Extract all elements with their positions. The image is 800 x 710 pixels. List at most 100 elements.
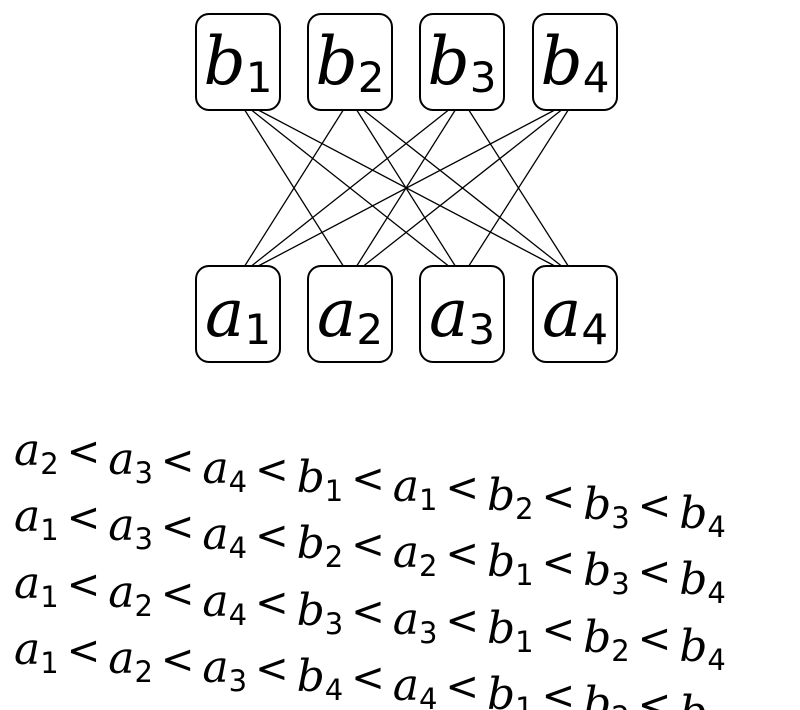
node-index: 3	[468, 305, 495, 354]
ordering-variable: a	[108, 633, 134, 684]
less-than-symbol: <	[542, 607, 576, 653]
ordering-index: 2	[325, 540, 343, 574]
ordering-row: a1<a3<a4<b2<a2<b1<b3<b4	[14, 491, 726, 610]
ordering-variable: b	[679, 488, 707, 539]
orderings-group: a2<a3<a4<b1<a1<b2<b3<b4a1<a3<a4<b2<a2<b1…	[14, 425, 726, 710]
less-than-symbol: <	[255, 513, 289, 559]
ordering-index: 1	[40, 646, 58, 680]
node-box	[532, 265, 618, 363]
node-index: 2	[358, 53, 385, 102]
ordering-variable: b	[487, 470, 515, 521]
node-label: b2	[316, 23, 385, 102]
ordering-index: 3	[419, 616, 437, 650]
ordering-variable: a	[393, 527, 419, 578]
ordering-index: 1	[325, 474, 343, 508]
edges-group	[244, 109, 569, 267]
node-index: 4	[581, 305, 608, 354]
ordering-index: 4	[229, 531, 247, 565]
ordering-index: 4	[229, 598, 247, 632]
node-b2: b2	[307, 13, 393, 111]
ordering-variable: a	[202, 443, 228, 494]
node-label: a2	[317, 275, 383, 354]
less-than-symbol: <	[638, 549, 672, 595]
ordering-index: 3	[134, 456, 152, 490]
less-than-symbol: <	[67, 429, 101, 475]
ordering-variable: a	[202, 576, 228, 627]
node-letter: a	[205, 275, 244, 352]
node-box	[307, 265, 393, 363]
node-letter: a	[542, 275, 581, 352]
less-than-symbol: <	[161, 504, 195, 550]
node-b1: b1	[195, 13, 281, 111]
node-box	[195, 13, 281, 111]
ordering-variable: b	[487, 536, 515, 587]
ordering-variable: a	[14, 491, 40, 542]
ordering-index: 2	[134, 589, 152, 623]
less-than-symbol: <	[638, 483, 672, 529]
ordering-variable: b	[679, 554, 707, 605]
node-letter: b	[316, 23, 358, 100]
node-letter: b	[428, 23, 470, 100]
node-box	[419, 265, 505, 363]
node-box	[307, 13, 393, 111]
less-than-symbol: <	[445, 664, 479, 710]
node-label: a1	[205, 275, 271, 354]
less-than-symbol: <	[638, 616, 672, 662]
less-than-symbol: <	[542, 673, 576, 710]
node-box	[419, 13, 505, 111]
less-than-symbol: <	[255, 646, 289, 692]
ordering-variable: a	[202, 509, 228, 560]
ordering-index: 1	[40, 513, 58, 547]
node-letter: a	[317, 275, 356, 352]
ordering-variable: b	[583, 678, 611, 710]
node-a2: a2	[307, 265, 393, 363]
ordering-index: 3	[611, 501, 629, 535]
node-label: b1	[204, 23, 273, 102]
ordering-variable: b	[297, 651, 325, 702]
edge-b4-a3	[468, 109, 569, 267]
ordering-index: 4	[707, 510, 725, 544]
ordering-index: 2	[419, 549, 437, 583]
ordering-variable: a	[108, 434, 134, 485]
ordering-index: 4	[325, 673, 343, 707]
ordering-index: 1	[515, 558, 533, 592]
ordering-variable: a	[14, 425, 40, 476]
ordering-variable: a	[393, 660, 419, 710]
ordering-index: 2	[611, 700, 629, 710]
node-label: b4	[541, 23, 610, 102]
node-b3: b3	[419, 13, 505, 111]
ordering-index: 3	[134, 522, 152, 556]
ordering-variable: a	[108, 500, 134, 551]
node-b4: b4	[532, 13, 618, 111]
node-letter: b	[541, 23, 583, 100]
ordering-index: 3	[325, 607, 343, 641]
less-than-symbol: <	[255, 447, 289, 493]
less-than-symbol: <	[445, 598, 479, 644]
node-a1: a1	[195, 265, 281, 363]
ordering-index: 4	[229, 465, 247, 499]
node-index: 1	[246, 53, 273, 102]
ordering-row: a2<a3<a4<b1<a1<b2<b3<b4	[14, 425, 726, 544]
ordering-variable: a	[393, 461, 419, 512]
ordering-variable: a	[108, 567, 134, 618]
ordering-variable: b	[583, 545, 611, 596]
ordering-index: 1	[515, 691, 533, 710]
less-than-symbol: <	[161, 438, 195, 484]
less-than-symbol: <	[542, 474, 576, 520]
less-than-symbol: <	[351, 456, 385, 502]
ordering-variable: a	[14, 624, 40, 675]
less-than-symbol: <	[351, 522, 385, 568]
less-than-symbol: <	[255, 580, 289, 626]
ordering-row: a1<a2<a3<b4<a4<b1<b2<b3	[14, 624, 726, 710]
ordering-variable: a	[393, 594, 419, 645]
ordering-index: 2	[515, 492, 533, 526]
less-than-symbol: <	[67, 628, 101, 674]
less-than-symbol: <	[351, 655, 385, 701]
node-letter: a	[429, 275, 468, 352]
node-label: a4	[542, 275, 608, 354]
less-than-symbol: <	[351, 589, 385, 635]
ordering-row: a1<a2<a4<b3<a3<b1<b2<b4	[14, 558, 726, 677]
ordering-index: 3	[611, 567, 629, 601]
